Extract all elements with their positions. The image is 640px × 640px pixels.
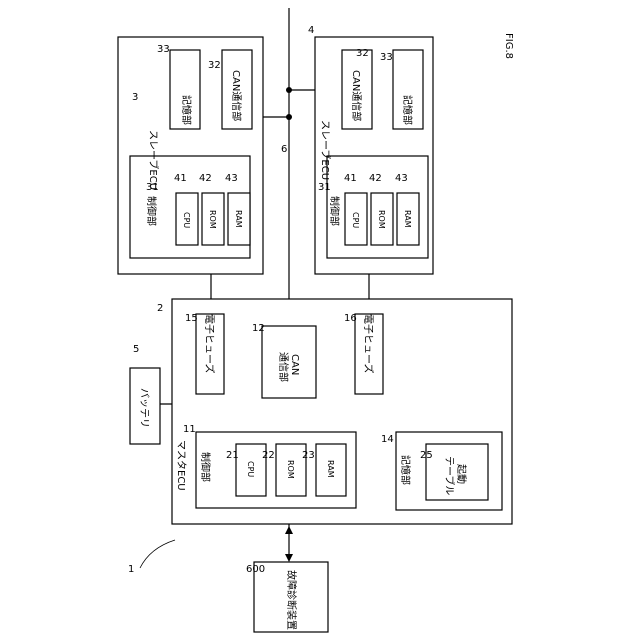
diagnosis-device: 故障診断装置 600 [246, 562, 328, 632]
ref-12: 12 [252, 323, 265, 334]
control-master-label: 制御部 [199, 452, 212, 482]
junction-dot [286, 114, 292, 120]
ref-14: 14 [381, 434, 394, 445]
control-right-label: 制御部 [328, 196, 341, 226]
ref-41-left: 41 [174, 173, 187, 184]
ref-2: 2 [157, 303, 163, 314]
master-ecu: 電子ヒューズ 電子ヒューズ CAN 通信部 マスタECU 制御部 CPU ROM… [157, 299, 512, 524]
ref-5: 5 [133, 344, 139, 355]
figure-label: FIG.8 [503, 33, 514, 59]
rom-left-label: ROM [208, 210, 217, 229]
control-left-label: 制御部 [145, 196, 158, 226]
cpu-left-label: CPU [182, 212, 191, 228]
storage-left-label: 記憶部 [180, 95, 193, 125]
ref-33-right: 33 [380, 52, 393, 63]
storage-master-label: 記憶部 [399, 455, 412, 485]
arrow-down [285, 554, 293, 562]
ram-right-label: RAM [403, 210, 412, 228]
startup-table-label-2: テーブル [443, 456, 456, 495]
storage-right-label: 記憶部 [401, 95, 414, 125]
ref-25: 25 [420, 450, 433, 461]
startup-table-label-1: 起動 [455, 464, 468, 484]
battery-label: バッテリ [138, 388, 150, 428]
diagnosis-label: 故障診断装置 [285, 570, 298, 630]
ref-43-left: 43 [225, 173, 238, 184]
can-master-label-2: 通信部 [277, 352, 290, 382]
fuse-left-label: 電子ヒューズ [203, 314, 216, 374]
arrow-up [285, 526, 293, 534]
ref-21: 21 [226, 450, 239, 461]
ref-42-left: 42 [199, 173, 212, 184]
ref-23: 23 [302, 450, 315, 461]
ref-11: 11 [183, 424, 196, 435]
can-master-box [262, 326, 316, 398]
ref-43-right: 43 [395, 173, 408, 184]
slave-ecu-right: CAN通信部 記憶部 スレーブECU 制御部 CPU ROM RAM 4 32 … [308, 25, 433, 274]
can-comm-right-label: CAN通信部 [350, 70, 363, 121]
junction-dot [286, 87, 292, 93]
ram-master-label: RAM [326, 460, 335, 478]
ref-22: 22 [262, 450, 275, 461]
battery: バッテリ 5 [130, 344, 160, 444]
ref-42-right: 42 [369, 173, 382, 184]
ref-31-left: 31 [146, 182, 159, 193]
ref-33-left: 33 [157, 44, 170, 55]
slave-right-title: スレーブECU [319, 120, 332, 180]
fuse-right-label: 電子ヒューズ [362, 314, 375, 374]
cpu-master-label: CPU [246, 461, 255, 477]
slave-ecu-left: 記憶部 CAN通信部 スレーブECU 制御部 CPU ROM RAM 3 33 … [118, 37, 263, 274]
ref-41-right: 41 [344, 173, 357, 184]
can-comm-left-label: CAN通信部 [230, 70, 243, 121]
ref-600: 600 [246, 564, 265, 575]
can-master-label-1: CAN [289, 354, 300, 375]
ref-16: 16 [344, 313, 357, 324]
ref-15: 15 [185, 313, 198, 324]
rom-master-label: ROM [286, 460, 295, 479]
ref-6: 6 [281, 144, 287, 155]
ref-4: 4 [308, 25, 314, 36]
master-title: マスタECU [175, 440, 187, 491]
ref-32-left: 32 [208, 60, 221, 71]
cpu-right-label: CPU [351, 212, 360, 228]
ref-32-right: 32 [356, 48, 369, 59]
ram-left-label: RAM [234, 210, 243, 228]
ref-3: 3 [132, 92, 138, 103]
ref-1: 1 [128, 564, 134, 575]
ref-31-right: 31 [318, 182, 331, 193]
rom-right-label: ROM [377, 210, 386, 229]
system-leader [140, 540, 175, 568]
